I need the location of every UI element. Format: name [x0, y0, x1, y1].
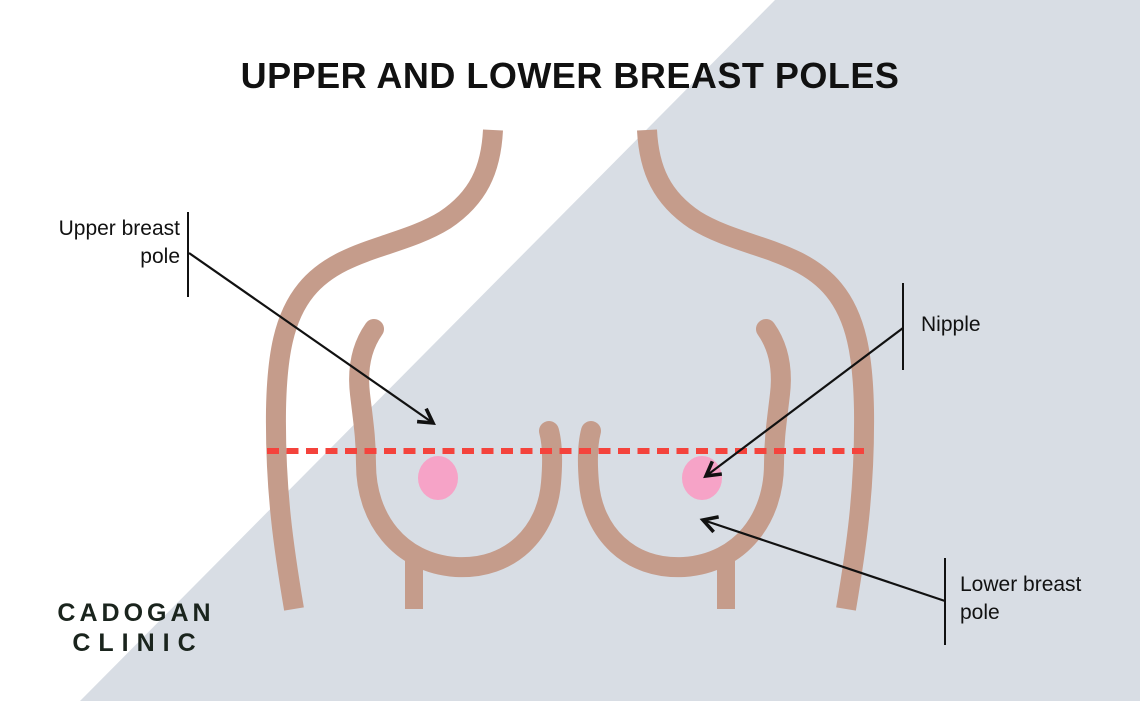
page-title: UPPER AND LOWER BREAST POLES — [240, 55, 900, 96]
nipple-arrow — [703, 327, 904, 479]
upper-pole-label: Upper breast pole — [59, 215, 180, 271]
cadogan-clinic-logo: CADOGAN CLINIC — [49, 598, 219, 658]
lower-pole-arrow — [699, 515, 946, 603]
torso-left-outline — [265, 129, 503, 611]
torso-illustration — [265, 129, 875, 611]
lower-pole-label-line2: pole — [960, 601, 1000, 624]
lower-pole-label: Lower breast pole — [960, 571, 1081, 627]
right-breast-outline — [577, 319, 791, 578]
torso-right-outline — [637, 129, 875, 611]
left-breast-outline — [349, 319, 563, 578]
lower-pole-label-line1: Lower breast — [960, 573, 1082, 596]
upper-pole-label-line1: Upper breast — [58, 217, 180, 240]
nipple-label-line1: Nipple — [921, 313, 981, 336]
upper-pole-arrow — [188, 252, 436, 426]
diagonal-panel-background — [80, 0, 1140, 701]
nipple-label: Nipple — [921, 311, 981, 339]
annotation-lines — [187, 212, 946, 645]
logo-line2: CLINIC — [72, 629, 204, 657]
left-nipple — [418, 456, 458, 500]
upper-pole-label-line2: pole — [140, 245, 180, 268]
right-nipple — [682, 456, 722, 500]
logo-line1: CADOGAN — [57, 599, 215, 627]
